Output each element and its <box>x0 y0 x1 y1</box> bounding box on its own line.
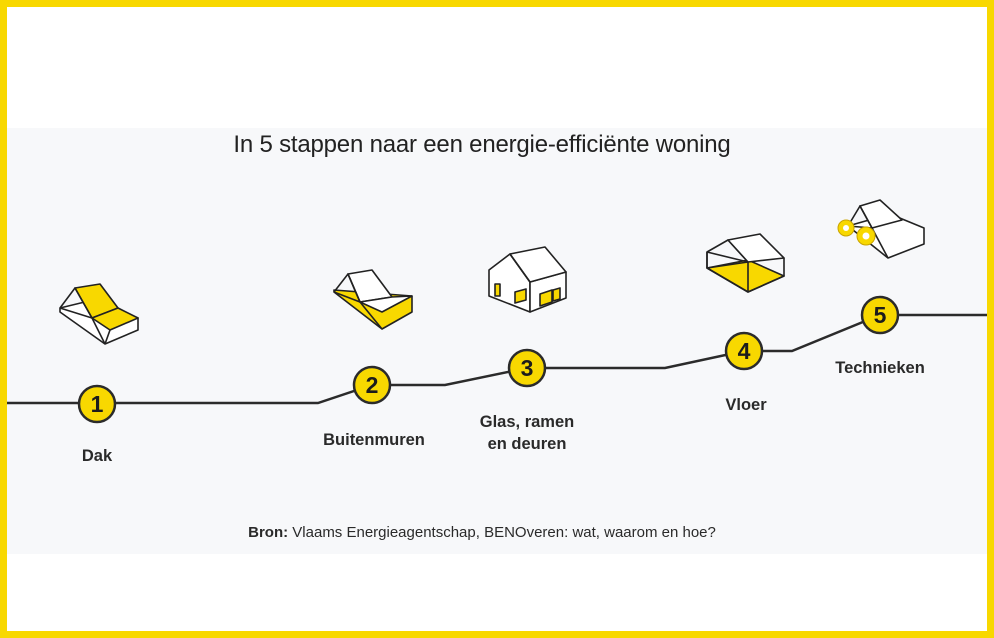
source-note: Bron: Vlaams Energieagentschap, BENOvere… <box>0 524 964 541</box>
roof-house-icon <box>59 283 139 345</box>
step-marker-1: 1 <box>77 384 117 424</box>
floor-house-icon <box>706 233 785 293</box>
page-title: In 5 stappen naar een energie-efficiënte… <box>233 131 731 158</box>
step-label-4: Vloer <box>725 396 767 414</box>
techniques-house-icon <box>847 199 925 259</box>
step-marker-2: 2 <box>352 365 392 405</box>
step-number-2: 2 <box>366 372 379 398</box>
step-marker-4: 4 <box>724 331 764 371</box>
step-number-5: 5 <box>874 302 887 328</box>
content-panel <box>7 128 987 554</box>
timeline-path <box>7 313 987 405</box>
step-label-5: Technieken <box>835 359 925 377</box>
step-marker-3: 3 <box>507 348 547 388</box>
step-label-3: Glas, ramen en deuren <box>479 413 575 453</box>
source-prefix: Bron: <box>248 524 289 541</box>
walls-house-icon <box>333 269 413 330</box>
step-number-3: 3 <box>521 355 534 381</box>
step-number-4: 4 <box>738 338 751 364</box>
gear-icon <box>837 219 876 246</box>
step-label-1: Dak <box>81 447 113 465</box>
step-marker-5: 5 <box>860 295 900 335</box>
windows-house-icon <box>488 246 567 313</box>
step-number-1: 1 <box>91 391 104 417</box>
step-label-2: Buitenmuren <box>323 431 425 449</box>
source-text: Vlaams Energieagentschap, BENOveren: wat… <box>288 524 716 541</box>
